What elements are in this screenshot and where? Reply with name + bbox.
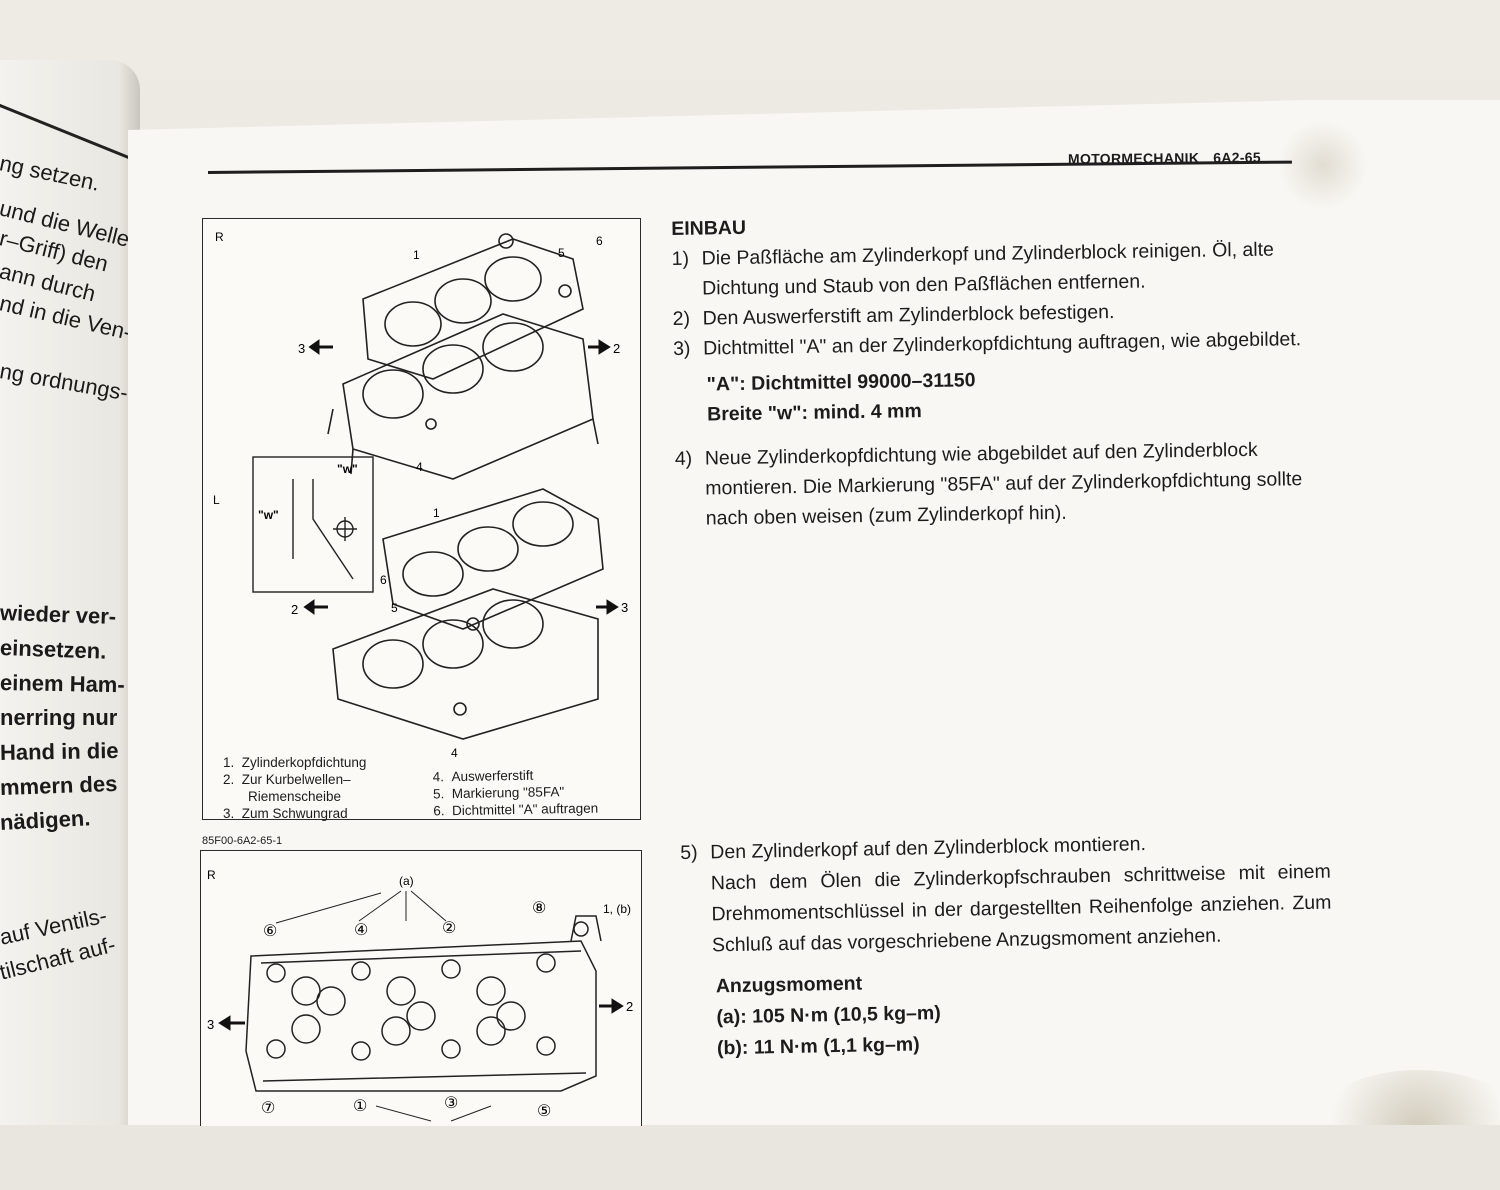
step-number: 2) bbox=[672, 307, 691, 330]
step-text: Nach dem Ölen die Zylinderkopfschrauben … bbox=[710, 860, 1332, 957]
direction-label-3: 3 bbox=[207, 1017, 214, 1032]
arrow-left-icon bbox=[303, 599, 328, 615]
legend-number: 5. bbox=[432, 786, 445, 802]
legend-text: Zur Kurbelwellen– bbox=[241, 772, 351, 787]
torque-a-label: (a) bbox=[399, 874, 414, 888]
callout-1b: 1 bbox=[433, 506, 440, 520]
left-fragment: mmern des bbox=[0, 770, 118, 800]
lower-gasket-drawing bbox=[332, 488, 604, 740]
cylinder-head-drawing bbox=[245, 915, 602, 1092]
legend-text: Dichtmittel "A" auftragen bbox=[451, 800, 599, 819]
bolt-number-8: ⑧ bbox=[532, 900, 546, 917]
left-fragment: nerring nur bbox=[0, 705, 118, 730]
step-number: 1) bbox=[671, 247, 690, 270]
detail-drawing bbox=[292, 479, 357, 580]
callout-3: 3 bbox=[298, 341, 305, 356]
legend-text: Zylinderkopfdichtung bbox=[241, 755, 367, 770]
callout-1: 1 bbox=[413, 248, 420, 262]
bolt-number-3: ③ bbox=[444, 1095, 458, 1112]
direction-label-2: 2 bbox=[626, 999, 633, 1014]
left-page bbox=[0, 60, 140, 1125]
w-label-side: "w" bbox=[258, 508, 279, 522]
callout-5: 5 bbox=[558, 246, 565, 260]
step-text: Die Paßfläche am Zylinderkopf und Zylind… bbox=[701, 238, 1275, 300]
bolt-sequence-illustration: R (a) 1, (b) ⑥ ④ ② ⑧ 3 2 bbox=[207, 868, 633, 1122]
upper-gasket-drawing bbox=[327, 233, 599, 480]
bolt-number-4: ④ bbox=[354, 922, 368, 939]
view-label-r: R bbox=[215, 230, 224, 244]
view-label-r: R bbox=[207, 868, 216, 882]
step-number: 5) bbox=[680, 841, 698, 864]
legend-number: 4. bbox=[432, 769, 445, 785]
legend-number: 1. bbox=[223, 755, 235, 770]
w-label-top: "w" bbox=[337, 462, 358, 476]
legend-text: Zum Schwungrad bbox=[241, 806, 348, 821]
left-fragment: wieder ver- bbox=[0, 600, 117, 630]
circled-numbers-bottom: ⑦ ① ③ ⑤ bbox=[261, 1095, 551, 1120]
gasket-figure: R L 1 5 6 3 2 4 "w" "w" bbox=[202, 218, 641, 822]
callout-3b: 3 bbox=[621, 600, 628, 615]
bolt-number-7: ⑦ bbox=[261, 1100, 275, 1117]
arrow-right-icon bbox=[599, 998, 624, 1014]
legend-number: 2. bbox=[223, 772, 235, 787]
legend-text: Riemenscheibe bbox=[248, 789, 342, 804]
callout-lines bbox=[275, 890, 492, 1122]
bolt-number-2: ② bbox=[442, 920, 456, 937]
step-item: 4) Neue Zylinderkopfdichtung wie abgebild… bbox=[675, 434, 1316, 534]
callout-6: 6 bbox=[596, 234, 603, 248]
legend-left: 1. Zylinderkopfdichtung 2. Zur Kurbelwel… bbox=[223, 754, 366, 822]
step-number: 4) bbox=[674, 447, 693, 470]
legend-right: 4. Auswerferstift 5. Markierung "85FA" 6… bbox=[433, 766, 599, 820]
circled-numbers-top: ⑥ ④ ② ⑧ bbox=[263, 900, 546, 940]
callout-2: 2 bbox=[613, 341, 620, 356]
view-label-l: L bbox=[213, 493, 220, 507]
callout-6b: 6 bbox=[380, 573, 387, 587]
callout-2b: 2 bbox=[291, 602, 298, 617]
install-section: EINBAU 1)Die Paßfläche am Zylinderkopf u… bbox=[671, 204, 1316, 534]
gasket-illustration: R L 1 5 6 3 2 4 "w" "w" bbox=[213, 230, 628, 760]
left-fragment: Hand in die bbox=[0, 737, 119, 765]
legend-text: Auswerferstift bbox=[451, 767, 534, 785]
left-fragment: einem Ham- bbox=[0, 670, 125, 698]
legend-text: Markierung "85FA" bbox=[451, 784, 565, 802]
step-number: 3) bbox=[672, 337, 691, 360]
step-item: 1) Die Paßfläche am Zylinderkopf und Zyli… bbox=[671, 234, 1312, 304]
left-fragment: einsetzen. bbox=[0, 635, 107, 664]
detail-box bbox=[252, 456, 374, 593]
page-stain bbox=[1278, 120, 1368, 210]
step-text: Neue Zylinderkopfdichtung wie abgebildet… bbox=[704, 438, 1303, 530]
bolt-number-5: ⑤ bbox=[537, 1103, 551, 1120]
arrow-left-icon bbox=[218, 1015, 245, 1031]
bolt-number-1: ① bbox=[353, 1098, 367, 1115]
callout-5b: 5 bbox=[391, 601, 398, 615]
head-mount-section: 5)Den Zylinderkopf auf den Zylinderblock… bbox=[680, 826, 1334, 1065]
arrow-right-icon bbox=[596, 599, 619, 615]
legend-number: 6. bbox=[433, 803, 445, 819]
bolt-sequence-figure: R (a) 1, (b) ⑥ ④ ② ⑧ 3 2 bbox=[200, 850, 642, 1126]
page-stain bbox=[1308, 1070, 1500, 1125]
bolt-number-6: ⑥ bbox=[263, 923, 277, 940]
left-fragment: nädigen. bbox=[0, 805, 91, 835]
legend-number: 3. bbox=[223, 806, 235, 821]
arrow-right-icon bbox=[588, 339, 611, 355]
callout-4: 4 bbox=[416, 460, 423, 474]
arrow-left-icon bbox=[308, 339, 333, 355]
figure-code: 85F00-6A2-65-1 bbox=[202, 835, 283, 847]
callout-4b: 4 bbox=[451, 746, 458, 760]
torque-b-label: 1, (b) bbox=[603, 902, 631, 916]
